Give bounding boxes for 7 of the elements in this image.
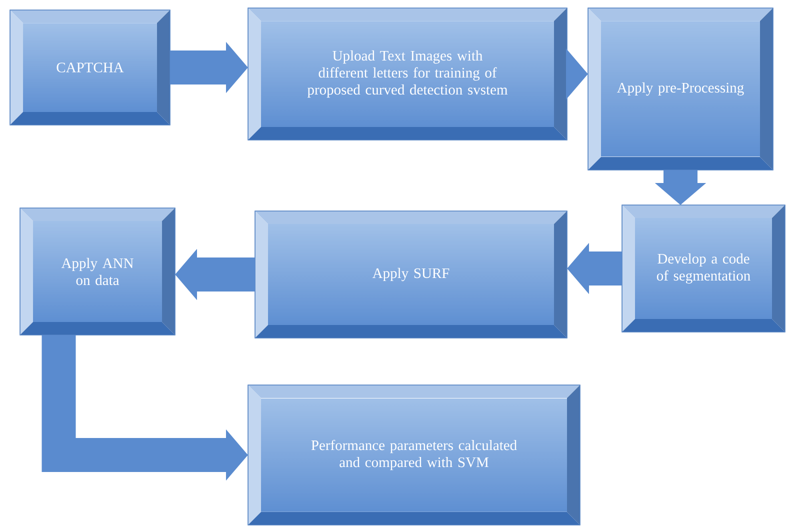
process-box: Apply ANN on data bbox=[20, 208, 176, 336]
process-box: Upload Text Images with different letters for training of proposed curved detection svstem bbox=[248, 8, 568, 140]
process-box: Develop a code of segmentation bbox=[622, 204, 786, 332]
process-box: Apply pre-Processing bbox=[588, 8, 774, 170]
process-box: Performance parameters calculated and compared with SVM bbox=[248, 384, 580, 526]
process-box: CAPTCHA bbox=[10, 10, 170, 126]
process-box: Apply SURF bbox=[254, 210, 568, 338]
